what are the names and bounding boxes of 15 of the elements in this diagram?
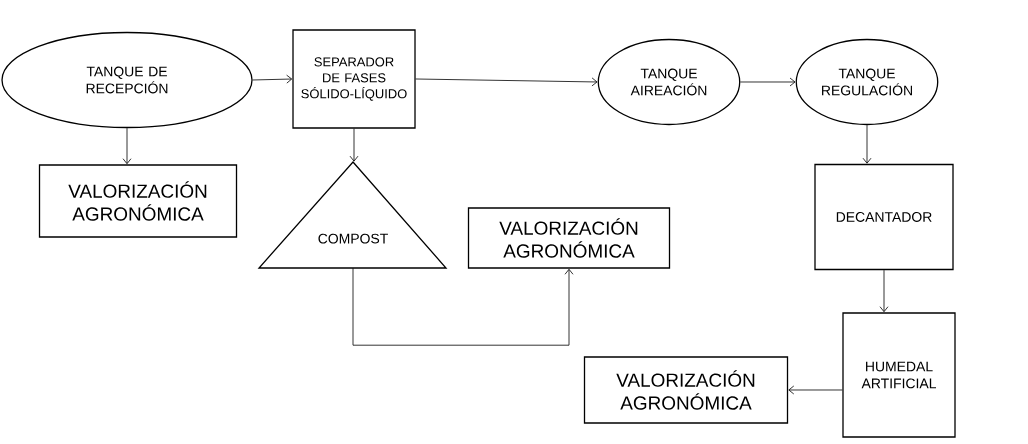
arrow xyxy=(788,385,843,395)
arrow xyxy=(352,267,574,346)
arrow xyxy=(862,124,872,164)
arrow xyxy=(739,77,796,87)
process-box: SEPARADOR DE FASES SÓLIDO-LÍQUIDO xyxy=(292,29,416,129)
process-box: VALORIZACIÓN AGRONÓMICA xyxy=(467,207,671,269)
arrow xyxy=(415,77,598,87)
process-box: VALORIZACIÓN AGRONÓMICA xyxy=(38,164,238,238)
process-box: HUMEDAL ARTIFICIAL xyxy=(842,312,956,438)
process-box: DECANTADOR xyxy=(814,163,954,271)
arrow xyxy=(349,128,359,162)
arrow xyxy=(879,269,889,313)
arrow xyxy=(122,127,132,165)
process-box: VALORIZACIÓN AGRONÓMICA xyxy=(583,356,789,424)
arrow xyxy=(252,74,293,84)
